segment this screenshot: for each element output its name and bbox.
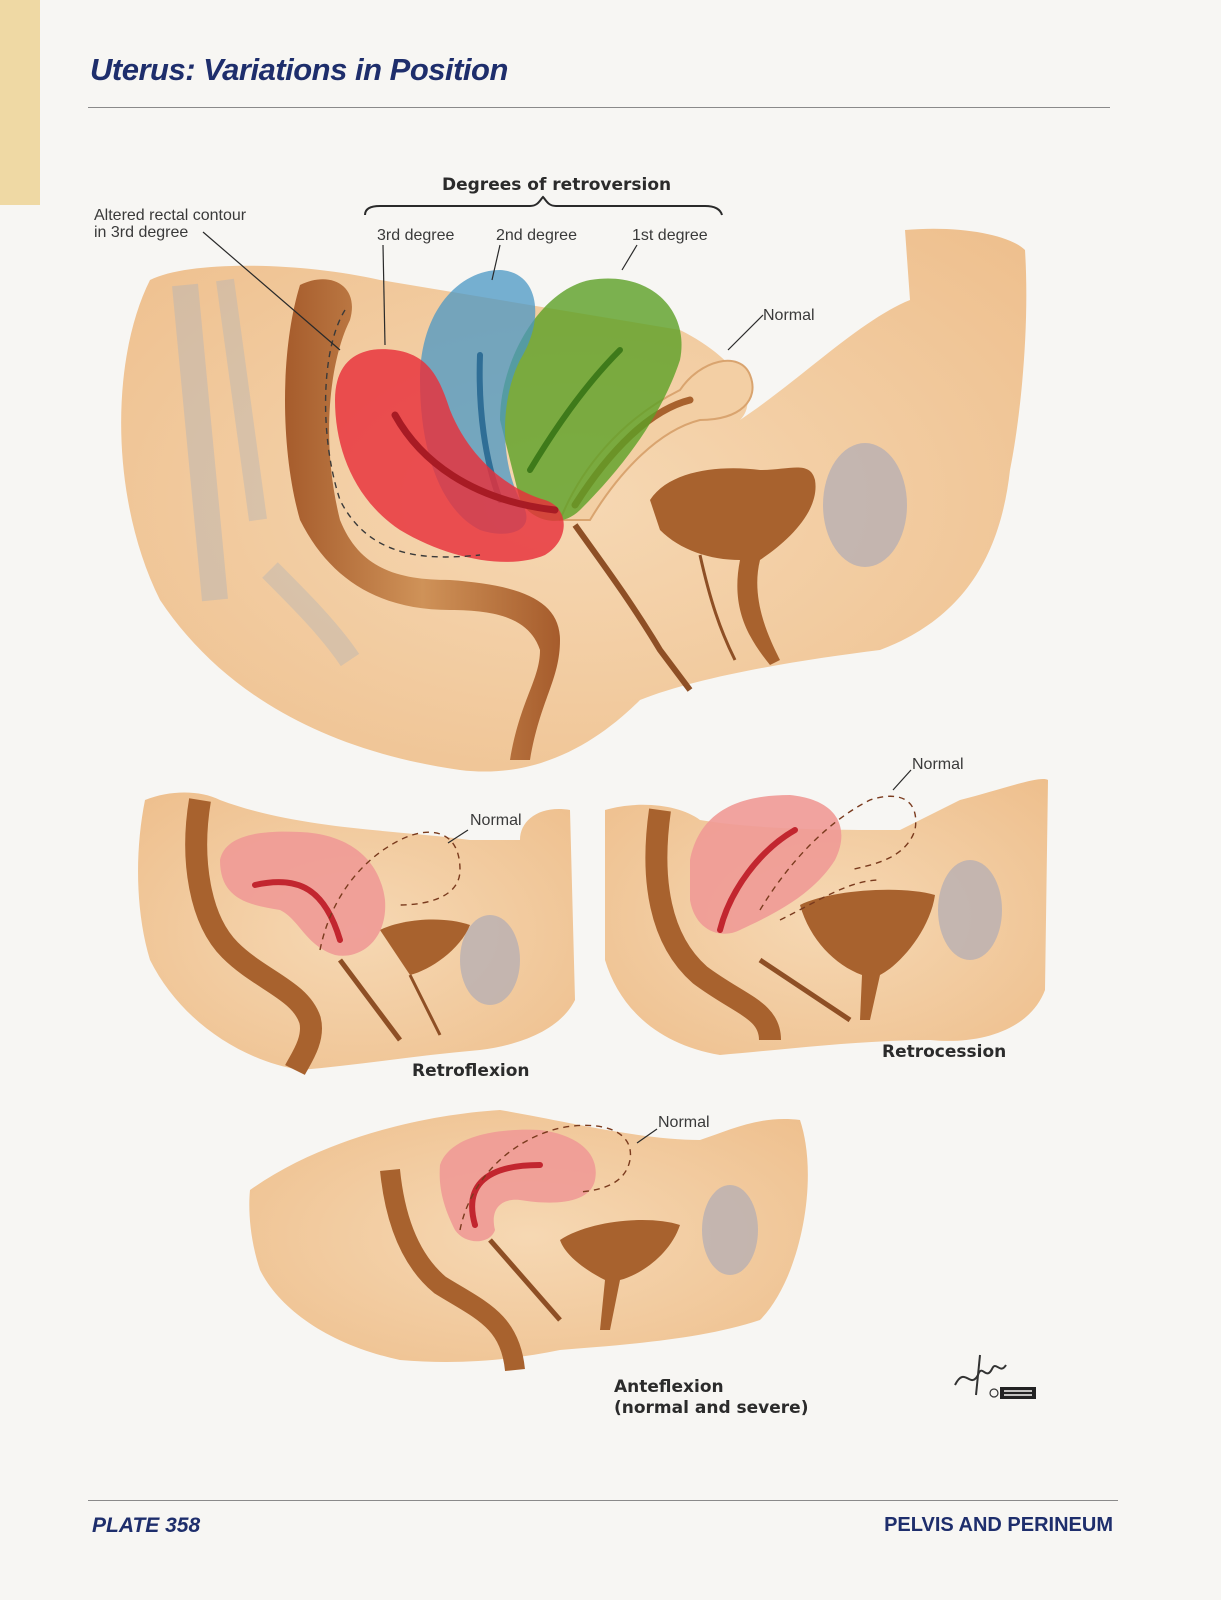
page-title: Uterus: Variations in Position	[90, 52, 508, 87]
main-rectum	[285, 279, 560, 760]
anteflexion-pointer	[636, 1128, 658, 1144]
retrocession-normal-label: Normal	[912, 756, 964, 773]
plate-number: PLATE 358	[92, 1514, 201, 1537]
anteflexion-caption-2: (normal and severe)	[614, 1398, 809, 1418]
altered-contour-label-2: in 3rd degree	[94, 224, 189, 241]
artist-signature	[954, 1354, 1036, 1399]
anteflexion-normal-outline	[459, 1124, 632, 1231]
main-bladder	[650, 467, 816, 665]
retrocession-uterus	[690, 795, 842, 934]
retroflexion-caption: Retroflexion	[412, 1061, 530, 1081]
altered-contour-label-1: Altered rectal contour	[94, 207, 247, 224]
retrocession-normal-outline	[759, 795, 917, 921]
retroflexion-normal-label: Normal	[470, 812, 522, 829]
anteflexion-caption-1: Anteflexion	[614, 1377, 724, 1397]
footer-rule	[88, 1500, 1118, 1501]
second-degree-label: 2nd degree	[496, 227, 577, 244]
third-degree-uterus	[335, 349, 564, 562]
first-degree-uterus	[500, 278, 682, 521]
main-vagina	[572, 523, 693, 692]
retroflexion-uterus	[220, 831, 386, 956]
retroversion-bracket	[364, 195, 723, 216]
title-rule	[88, 107, 1110, 108]
first-degree-label: 1st degree	[632, 227, 708, 244]
retrocession-pointer	[892, 769, 912, 791]
main-pointers	[202, 231, 764, 351]
retroflexion-pointer	[447, 829, 469, 844]
anteflexion-normal-label: Normal	[658, 1114, 710, 1131]
color-tab	[0, 0, 40, 205]
anteflexion-uterus	[439, 1129, 596, 1242]
section-title: PELVIS AND PERINEUM	[884, 1514, 1113, 1536]
retrocession-caption: Retrocession	[882, 1042, 1007, 1062]
anteflexion-tissue	[249, 1110, 808, 1372]
main-normal-label: Normal	[763, 307, 815, 324]
third-degree-label: 3rd degree	[377, 227, 455, 244]
retroversion-heading: Degrees of retroversion	[442, 175, 672, 195]
